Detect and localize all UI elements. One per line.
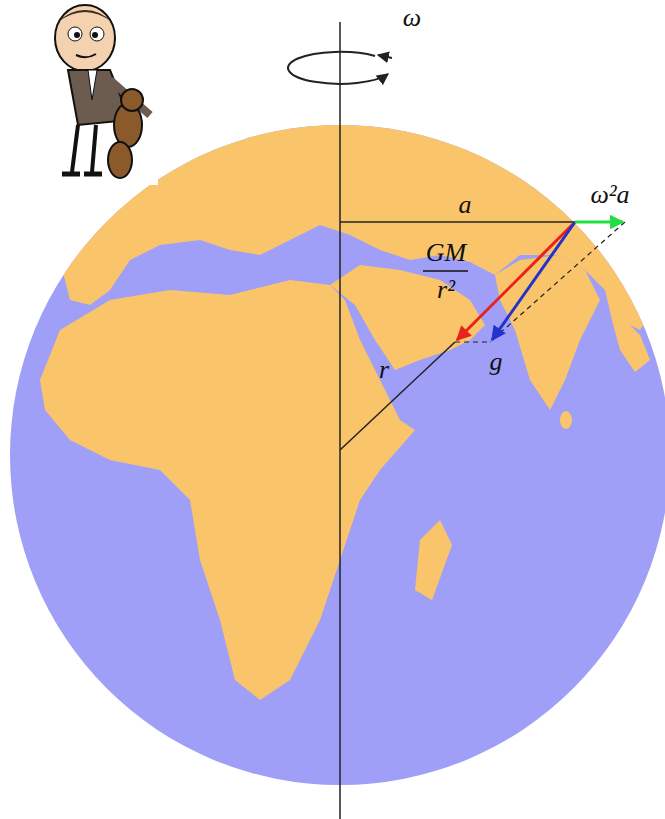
g-label: g bbox=[490, 349, 503, 375]
radius-r-line bbox=[340, 342, 455, 450]
omega-label: ω bbox=[403, 5, 421, 31]
rotation-axis bbox=[339, 22, 341, 819]
distance-label: a bbox=[459, 192, 472, 218]
r-label: r bbox=[379, 357, 389, 383]
fraction-denominator: r² bbox=[437, 277, 455, 303]
continents bbox=[40, 124, 660, 700]
cartoon-figure bbox=[40, 0, 158, 185]
rotation-arrowhead bbox=[378, 55, 392, 58]
rotation-arrow bbox=[288, 52, 388, 84]
fraction-bar bbox=[423, 270, 468, 272]
ocean bbox=[10, 125, 665, 785]
radius-a-line bbox=[340, 221, 575, 223]
construction-line bbox=[455, 341, 490, 342]
effective-g-vector bbox=[492, 222, 575, 340]
fraction-numerator: GM bbox=[426, 240, 466, 266]
centripetal-vector bbox=[575, 221, 623, 224]
gravity-vector bbox=[457, 222, 575, 340]
centripetal-label: ω²a bbox=[590, 182, 629, 208]
